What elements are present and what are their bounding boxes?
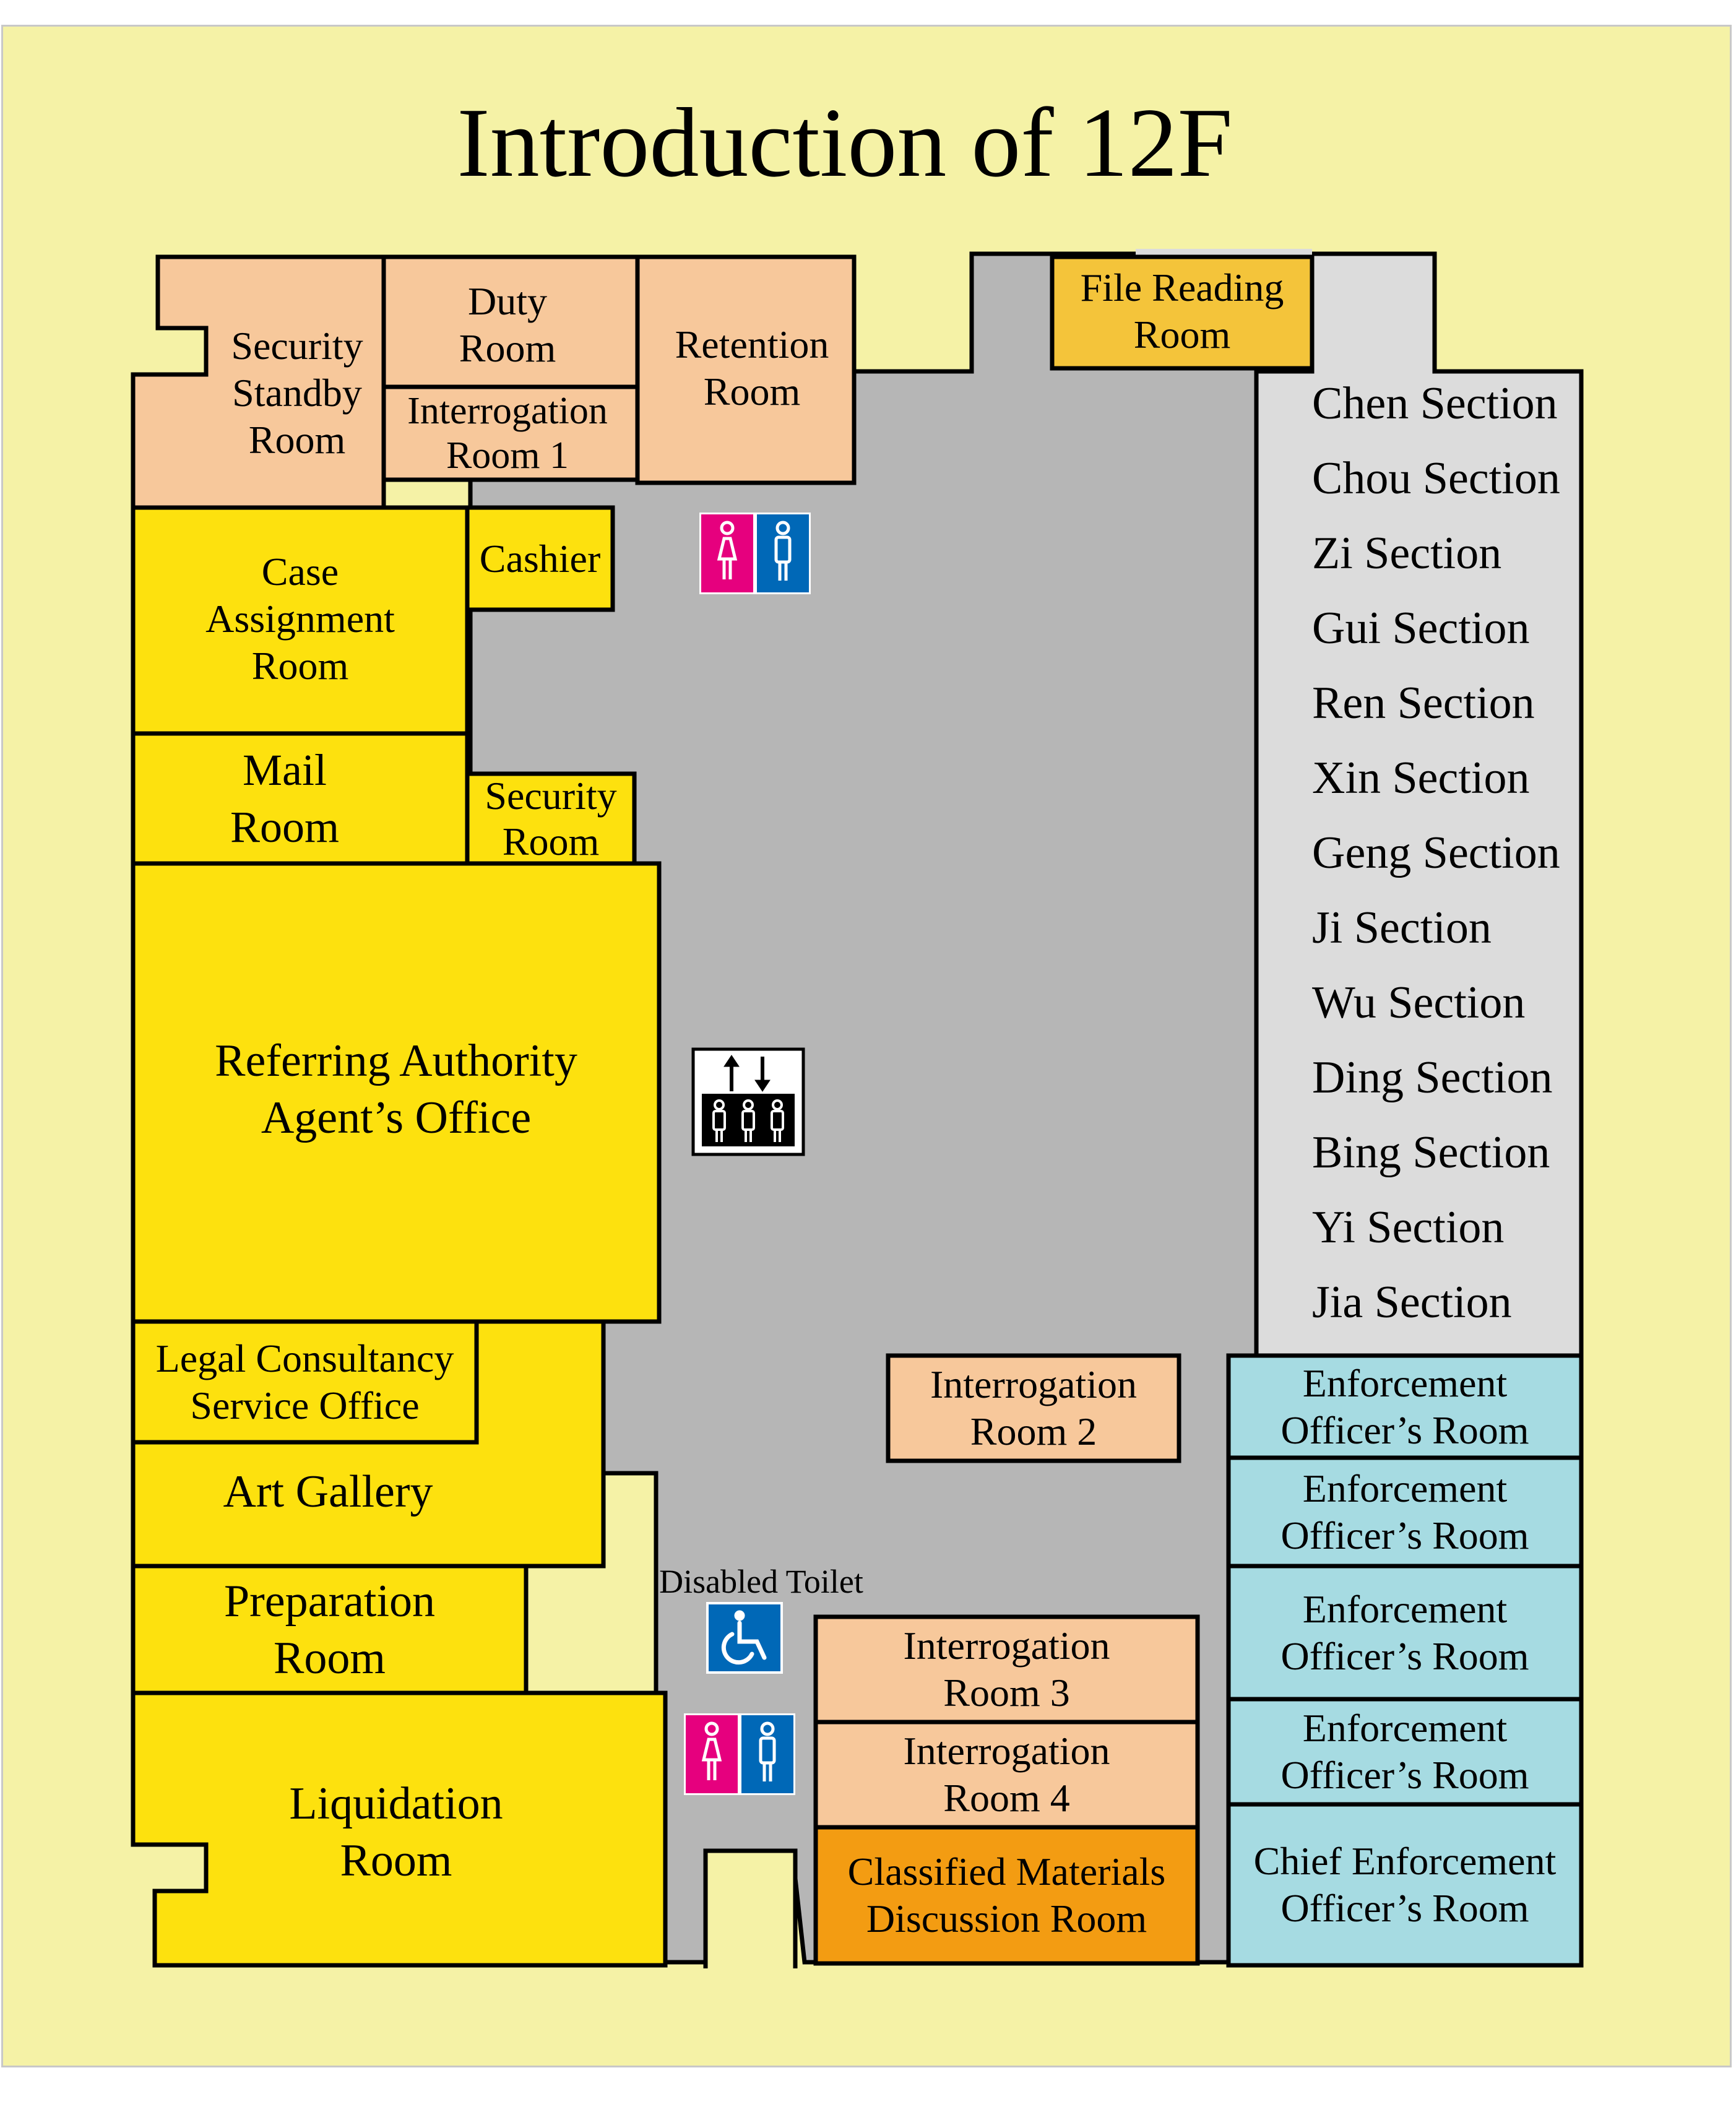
room-enforcement-1: [1226, 1353, 1584, 1460]
doorway: [703, 1848, 798, 1968]
section-item: Xin Section: [1312, 753, 1530, 803]
room-chief-enforcement: [1226, 1802, 1584, 1968]
page-title: Introduction of 12F: [457, 87, 1233, 197]
room-interrogation-3: [813, 1614, 1200, 1725]
room-security: [465, 771, 637, 866]
room-mail: [131, 731, 470, 866]
restroom-icon: [684, 1713, 795, 1795]
restroom-icon: [699, 513, 811, 594]
room-enforcement-2: [1226, 1455, 1584, 1569]
section-item: Yi Section: [1312, 1202, 1505, 1253]
section-item: Chou Section: [1312, 453, 1560, 504]
elevator-icon: [691, 1047, 805, 1156]
section-item: Gui Section: [1312, 603, 1530, 654]
section-item: Ding Section: [1312, 1052, 1553, 1103]
room-preparation: [131, 1564, 529, 1695]
section-item: Jia Section: [1312, 1277, 1512, 1328]
room-retention: [635, 254, 857, 485]
room-referring-authority: [131, 861, 662, 1324]
wheelchair-icon: [706, 1602, 783, 1674]
room-enforcement-4: [1226, 1697, 1584, 1807]
section-item: Ren Section: [1312, 678, 1535, 729]
room-file-reading: [1050, 254, 1315, 371]
room-case-assignment: [131, 505, 470, 736]
section-item: Chen Section: [1312, 378, 1558, 429]
room-cashier: [465, 505, 615, 612]
room-classified: [813, 1825, 1200, 1966]
section-item: Geng Section: [1312, 828, 1560, 878]
room-legal-consultancy: [131, 1319, 479, 1445]
room-interrogation-2: [886, 1353, 1181, 1463]
section-item: Wu Section: [1312, 977, 1526, 1028]
room-security-standby: [131, 254, 386, 510]
sections-ledge: [1136, 249, 1312, 255]
room-duty: [381, 254, 640, 389]
section-item: Bing Section: [1312, 1127, 1550, 1178]
room-liquidation: [131, 1690, 668, 1968]
section-item: Zi Section: [1312, 528, 1502, 579]
section-item: Ji Section: [1312, 902, 1492, 953]
room-interrogation-1: [381, 384, 640, 482]
room-enforcement-3: [1226, 1564, 1584, 1702]
room-interrogation-4: [813, 1720, 1200, 1830]
